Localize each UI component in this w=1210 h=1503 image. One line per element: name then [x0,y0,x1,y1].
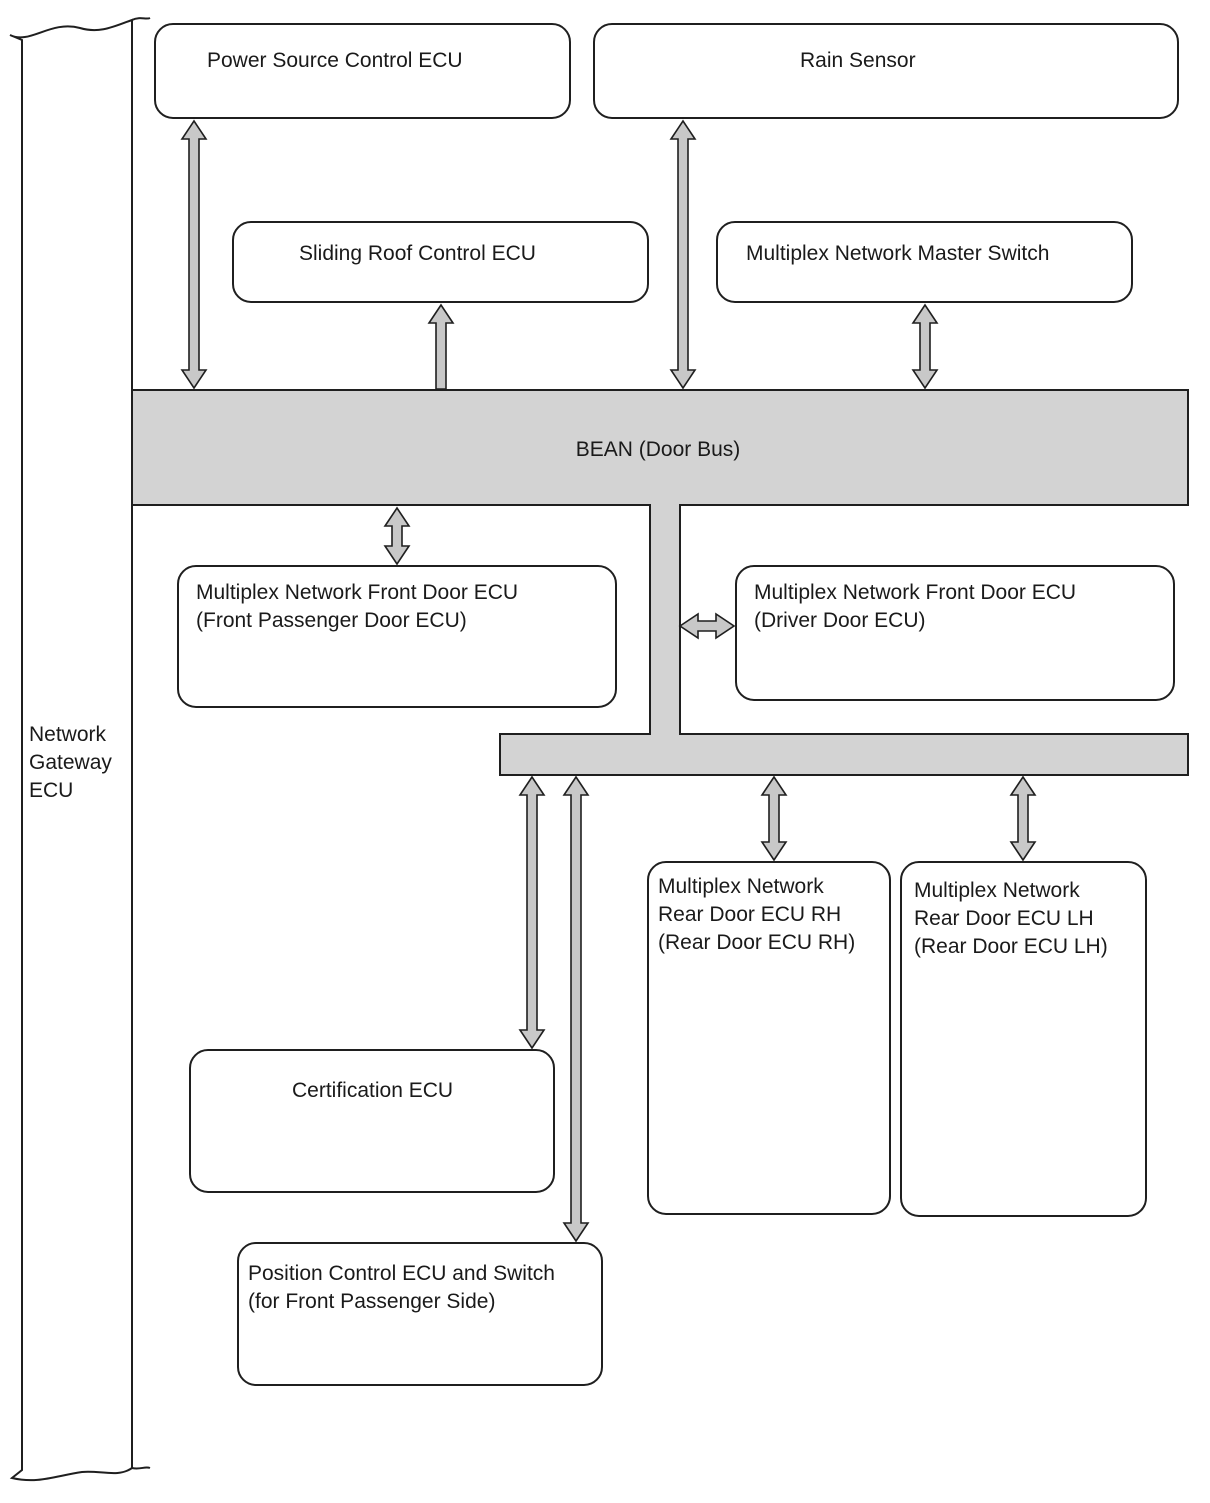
gateway-label-line2: Gateway [29,751,112,774]
arrow-rain-sensor [669,119,697,390]
sliding-roof-control-ecu-box [232,221,649,303]
rear-rh-label-line3: (Rear Door ECU RH) [658,931,856,954]
driver-door-label-line1: Multiplex Network Front Door ECU [754,581,1077,604]
gateway-label-line3: ECU [29,779,74,802]
front-passenger-door-ecu-box [177,565,617,708]
arrow-position-control [562,775,590,1243]
power-source-label: Power Source Control ECU [207,49,463,72]
rear-lh-label-line3: (Rear Door ECU LH) [914,935,1108,958]
driver-door-label-line2: (Driver Door ECU) [754,609,926,632]
certification-ecu-box [189,1049,555,1193]
gateway-label-line1: Network [29,723,107,746]
bean-door-bus [131,389,1189,776]
rear-rh-label-line1: Multiplex Network [658,875,824,898]
arrow-master-switch [911,303,939,390]
arrow-driver-door [678,612,736,640]
bus-label: BEAN (Door Bus) [575,438,741,461]
rain-sensor-box [593,23,1179,119]
position-control-label-line2: (for Front Passenger Side) [248,1290,496,1313]
arrow-front-passenger [383,506,411,566]
position-control-label-line1: Position Control ECU and Switch [248,1262,555,1285]
arrow-rear-rh [760,775,788,862]
front-passenger-label-line2: (Front Passenger Door ECU) [196,609,467,632]
rain-sensor-label: Rain Sensor [800,49,916,72]
gateway-column-outline [9,18,133,1482]
rear-lh-label-line1: Multiplex Network [914,879,1080,902]
rear-lh-label-line2: Rear Door ECU LH [914,907,1094,930]
rear-door-ecu-lh-box [900,861,1147,1217]
rear-door-ecu-rh-box [647,861,891,1215]
arrow-rear-lh [1009,775,1037,862]
sliding-roof-label: Sliding Roof Control ECU [299,242,536,265]
position-control-ecu-box [237,1242,603,1386]
rear-rh-label-line2: Rear Door ECU RH [658,903,842,926]
arrow-power-source [180,119,208,390]
power-source-control-ecu-box [154,23,571,119]
connection-arrows [180,119,1037,1243]
front-passenger-label-line1: Multiplex Network Front Door ECU [196,581,519,604]
arrow-certification [518,775,546,1050]
arrow-sliding-roof [427,303,455,390]
certification-label: Certification ECU [292,1079,454,1102]
driver-door-ecu-box [735,565,1175,701]
master-switch-label: Multiplex Network Master Switch [746,242,1050,265]
master-switch-box [716,221,1133,303]
